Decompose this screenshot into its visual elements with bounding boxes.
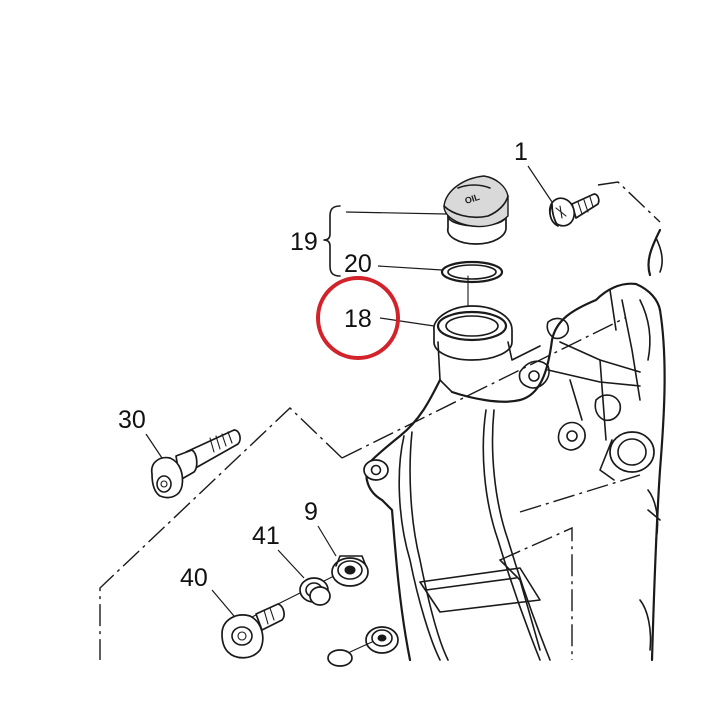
callout-20: 20 — [344, 250, 372, 278]
callout-19: 19 — [290, 228, 318, 256]
washer-part-41 — [299, 577, 331, 606]
crankcase-cover — [363, 228, 666, 662]
highlight-circle — [316, 276, 400, 360]
screw-part-1 — [548, 193, 600, 227]
o-ring — [440, 260, 504, 284]
callout-18: 18 — [344, 305, 372, 333]
callout-1: 1 — [514, 138, 528, 166]
assembly-center-lines — [99, 181, 661, 660]
callout-labels: 1 19 20 18 30 9 41 40 — [118, 138, 528, 592]
bolt-part-40 — [221, 603, 285, 659]
flanged-plug-part-9 — [331, 555, 369, 587]
callout-40: 40 — [180, 564, 208, 592]
callout-30: 30 — [118, 406, 146, 434]
callout-41: 41 — [252, 522, 280, 550]
callout-9: 9 — [304, 498, 318, 526]
oil-filler-cap: OIL — [443, 175, 509, 245]
group-bracket — [323, 205, 341, 277]
leader-lines — [145, 165, 553, 617]
lower-fasteners — [327, 626, 399, 667]
bolt-part-30 — [150, 429, 241, 499]
cap-oil-marking: OIL — [464, 192, 482, 206]
